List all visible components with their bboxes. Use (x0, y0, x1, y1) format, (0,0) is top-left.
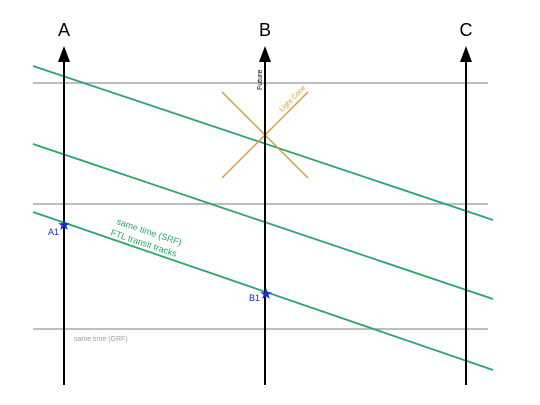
axis-label-a: A (58, 20, 70, 40)
transit-track-middle (32, 143, 494, 300)
arrowhead-c (460, 46, 472, 62)
light-cone-label: Light Cone (278, 84, 307, 113)
arrowhead-b (259, 46, 271, 62)
arrowhead-a (58, 46, 70, 62)
axis-label-b: B (259, 20, 271, 40)
transit-track-top (32, 65, 494, 221)
future-label: Future (257, 70, 264, 90)
same-time-grf-label: same time (GRF) (74, 336, 128, 343)
transit-track-bottom (32, 211, 494, 371)
event-a1-star (58, 219, 70, 230)
event-b1-star (260, 288, 272, 299)
event-b1-label: B1 (249, 293, 260, 303)
axis-label-c: C (460, 20, 473, 40)
event-a1-label: A1 (48, 227, 59, 237)
